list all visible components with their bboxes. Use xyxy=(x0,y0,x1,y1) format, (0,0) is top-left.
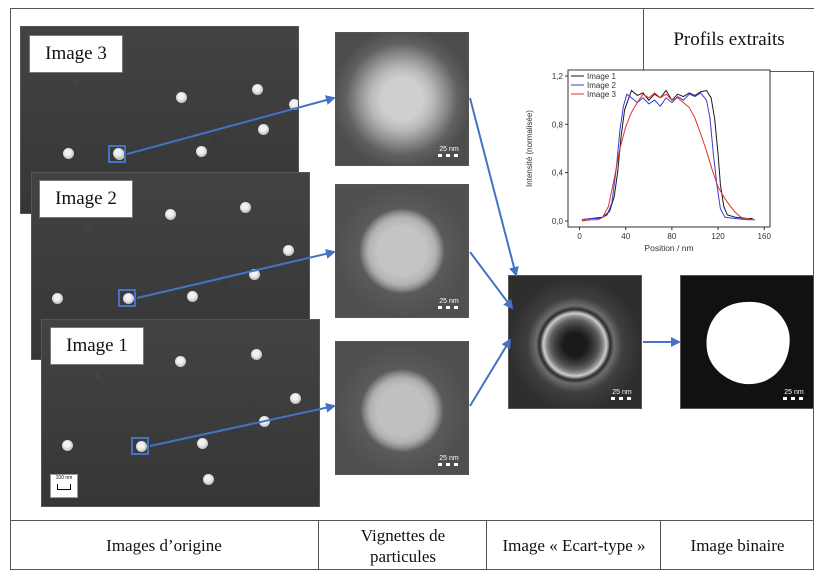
y-tick-label: 0,0 xyxy=(552,217,564,226)
footer-label-binary-image: Image binaire xyxy=(690,536,785,555)
footer-label-particle-thumbnails: Vignettes de particules xyxy=(360,525,446,566)
footer-column-divider xyxy=(486,520,487,570)
footer-divider xyxy=(10,520,814,521)
selection-box-image-3 xyxy=(108,145,126,163)
x-tick-label: 0 xyxy=(577,232,582,241)
legend-label: Image 3 xyxy=(587,90,616,99)
std-dev-image: 25 nm xyxy=(509,276,641,408)
scale-bar-thumb: 25 nm xyxy=(783,389,805,400)
legend-label: Image 1 xyxy=(587,72,616,81)
selection-box-image-2 xyxy=(118,289,136,307)
figure-frame xyxy=(10,8,814,570)
x-tick-label: 160 xyxy=(758,232,772,241)
binary-image: 25 nm xyxy=(681,276,813,408)
image-3-label: Image 3 xyxy=(29,35,123,73)
x-axis-label: Position / nm xyxy=(644,243,693,253)
y-tick-label: 0,8 xyxy=(552,120,564,129)
footer-label-std-image: Image « Ecart-type » xyxy=(502,536,646,555)
selection-box-image-1 xyxy=(131,437,149,455)
footer-column-divider xyxy=(660,520,661,570)
y-axis-label: Intensité (normalisée) xyxy=(525,110,534,187)
scale-bar-thumb: 25 nm xyxy=(438,298,460,309)
particle-thumbnail-3: 25 nm xyxy=(336,33,468,165)
footer-column-divider xyxy=(318,520,319,570)
profiles-header: Profils extraits xyxy=(643,9,814,72)
scale-bar-thumb: 25 nm xyxy=(438,455,460,466)
x-tick-label: 80 xyxy=(667,232,676,241)
selected-particle xyxy=(123,293,134,304)
particle-thumbnail-2: 25 nm xyxy=(336,185,468,317)
y-tick-label: 1,2 xyxy=(552,72,564,81)
scale-bar-thumb: 25 nm xyxy=(438,146,460,157)
series-line-1 xyxy=(581,89,753,221)
scale-bar-thumb: 25 nm xyxy=(611,389,633,400)
footer-label-original-images: Images d’origine xyxy=(106,536,222,555)
x-tick-label: 120 xyxy=(711,232,725,241)
selected-particle xyxy=(136,441,147,452)
y-tick-label: 0,4 xyxy=(552,169,564,178)
image-2-label: Image 2 xyxy=(39,180,133,218)
x-tick-label: 40 xyxy=(621,232,630,241)
particle-thumbnail-1: 25 nm xyxy=(336,342,468,474)
legend-label: Image 2 xyxy=(587,81,616,90)
selected-particle xyxy=(113,148,124,159)
series-line-3 xyxy=(581,92,753,222)
scale-bar-origin: 100 nm xyxy=(50,474,78,498)
image-1-label: Image 1 xyxy=(50,327,144,365)
